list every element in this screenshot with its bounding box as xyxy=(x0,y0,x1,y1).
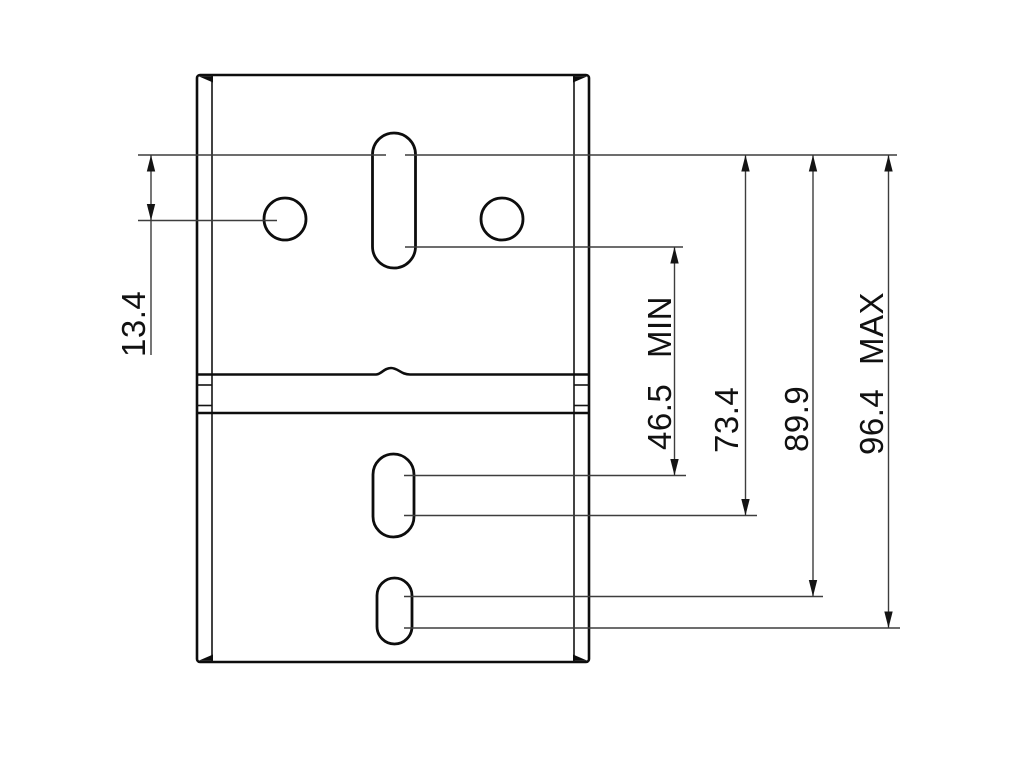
left-round-hole xyxy=(262,196,308,242)
arrow-down-73-4 xyxy=(741,499,750,516)
corner-wedge-bottom-left xyxy=(198,654,213,661)
bend-band-top-line-with-notch xyxy=(197,366,589,376)
label-46-5: 46.5 xyxy=(641,384,678,450)
dimension-arrows xyxy=(146,155,893,628)
arrow-down-46-5 xyxy=(670,459,679,476)
label-89-9: 89.9 xyxy=(778,386,815,452)
arrow-up-46-5 xyxy=(670,247,679,264)
arrow-down-13-4 xyxy=(146,204,156,221)
label-13-4: 13.4 xyxy=(115,291,152,357)
arrow-up-89-9 xyxy=(808,155,818,172)
dimension-lines xyxy=(138,154,900,629)
right-round-hole xyxy=(479,196,525,242)
bracket-outer-outline xyxy=(195,73,591,664)
label-96-4: 96.4 xyxy=(853,389,890,455)
arrow-up-13-4 xyxy=(146,155,156,172)
bracket-body xyxy=(195,73,591,664)
label-max-qualifier: MAX xyxy=(853,292,890,365)
corner-wedge-top-left xyxy=(198,76,213,83)
middle-slot xyxy=(371,452,416,539)
bottom-slot xyxy=(375,576,414,646)
arrow-up-96-4 xyxy=(884,155,893,172)
arrow-down-89-9 xyxy=(808,580,818,597)
corner-wedge-bottom-right xyxy=(573,654,588,661)
label-73-4: 73.4 xyxy=(708,387,745,453)
top-slot xyxy=(371,131,417,270)
arrow-down-96-4 xyxy=(884,611,893,628)
bracket-holes xyxy=(262,131,525,646)
label-min-qualifier: MIN xyxy=(641,296,678,358)
dimension-labels: 13.4 46.5 MIN 73.4 89.9 96.4 MAX xyxy=(115,291,890,455)
arrow-up-73-4 xyxy=(741,155,750,172)
corner-wedge-top-right xyxy=(573,76,588,83)
